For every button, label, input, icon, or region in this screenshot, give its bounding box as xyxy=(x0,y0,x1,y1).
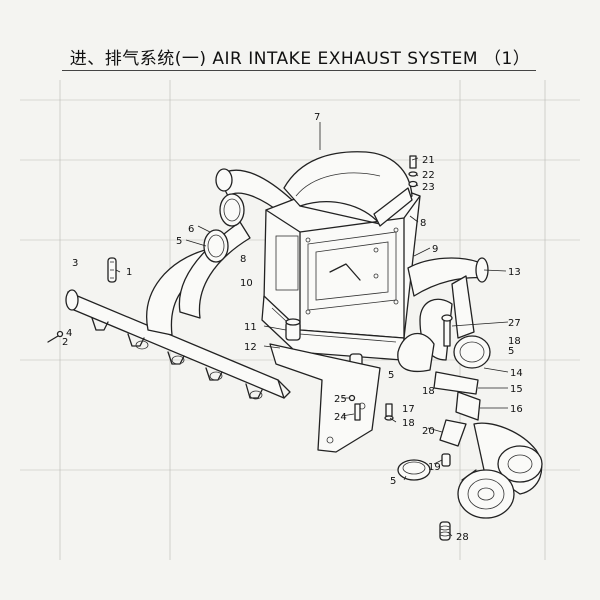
callout-28: 28 xyxy=(456,532,469,543)
callout-2: 2 xyxy=(62,337,68,348)
callout-8-left: 8 xyxy=(240,254,246,265)
turbocharger xyxy=(455,391,543,519)
callout-5-right: 5 xyxy=(508,346,514,357)
callout-21: 21 xyxy=(422,155,435,166)
support-bracket xyxy=(269,343,381,453)
bolt-27 xyxy=(441,314,453,347)
callout-18-low: 18 xyxy=(402,418,415,429)
callout-4: 4 xyxy=(66,328,72,339)
callout-24: 24 xyxy=(334,412,347,423)
gasket xyxy=(107,257,117,283)
bolt-and-washer xyxy=(47,330,64,343)
callout-7: 7 xyxy=(314,112,320,123)
leader-lines xyxy=(115,122,509,537)
callout-5-mid: 5 xyxy=(388,370,394,381)
top-bolts xyxy=(408,155,418,188)
callout-19: 19 xyxy=(428,462,441,473)
exhaust-manifold xyxy=(65,289,291,400)
callout-12: 12 xyxy=(244,342,257,353)
callout-8-top: 8 xyxy=(420,218,426,229)
callout-11: 11 xyxy=(244,322,257,333)
callout-15: 15 xyxy=(510,384,523,395)
callout-22: 22 xyxy=(422,170,435,181)
callout-27: 27 xyxy=(508,318,521,329)
callout-25: 25 xyxy=(334,394,347,405)
intake-pipes xyxy=(146,168,293,336)
callout-16: 16 xyxy=(510,404,523,415)
callout-13: 13 xyxy=(508,267,521,278)
callout-6: 6 xyxy=(188,224,194,235)
clamp-and-studs xyxy=(439,419,467,541)
callout-10: 10 xyxy=(240,278,253,289)
callout-18-mid: 18 xyxy=(422,386,435,397)
callout-9: 9 xyxy=(432,244,438,255)
callout-1: 1 xyxy=(126,267,132,278)
callout-20: 20 xyxy=(422,426,435,437)
callout-5-left: 5 xyxy=(176,236,182,247)
callout-5-bottom: 5 xyxy=(390,476,396,487)
title-underline xyxy=(62,70,536,71)
bracket-bolts xyxy=(348,394,394,421)
callout-23: 23 xyxy=(422,182,435,193)
callout-3: 3 xyxy=(72,258,78,269)
top-cover xyxy=(283,151,413,227)
hose-clamp-ring xyxy=(397,459,431,481)
page-title: 进、排气系统(一) AIR INTAKE EXHAUST SYSTEM （1） xyxy=(69,49,531,69)
callout-labels: 1 2 3 4 5 5 5 5 6 7 8 8 9 10 11 12 13 14… xyxy=(62,112,523,543)
callout-17: 17 xyxy=(402,404,415,415)
callout-18-right: 18 xyxy=(508,336,521,347)
callout-14: 14 xyxy=(510,368,523,379)
